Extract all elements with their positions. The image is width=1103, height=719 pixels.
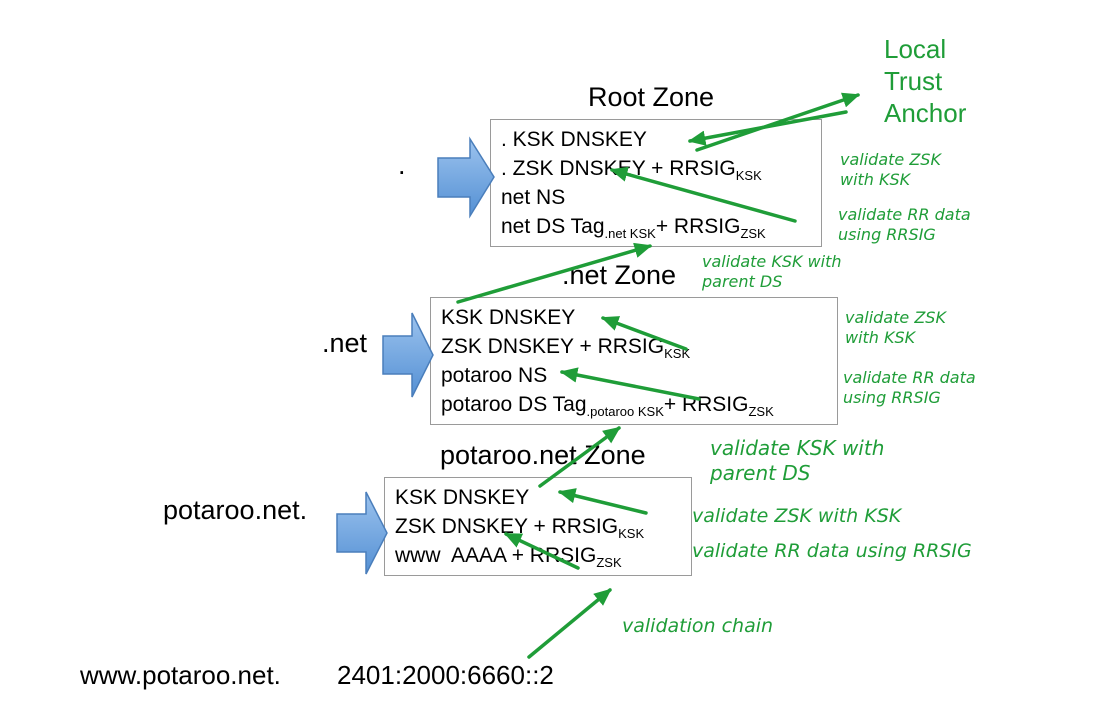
net-zone-title: .net Zone [562, 260, 677, 290]
annotation-validate-zsk-net: validate ZSK with KSK [845, 308, 946, 347]
annotation-validate-rr-root: validate RR data using RRSIG [838, 205, 971, 244]
root-zone-origin-label: . [398, 150, 406, 180]
root-zone-title: Root Zone [588, 82, 715, 112]
net-record-ksk: KSK DNSKEY [441, 306, 576, 329]
annotation-validate-ksk-potaroo: validate KSK with parent DS [710, 436, 885, 485]
root-record-net-ns: net NS [501, 186, 566, 209]
net-record-potaroo-ns: potaroo NS [441, 364, 548, 387]
annotation-validate-zsk-root: validate ZSK with KSK [840, 150, 941, 189]
root-zone-box: . KSK DNSKEY . ZSK DNSKEY + RRSIGKSK net… [490, 119, 822, 247]
potaroo-zone-box: KSK DNSKEY ZSK DNSKEY + RRSIGKSK www AAA… [384, 477, 692, 576]
annotation-validate-rr-net: validate RR data using RRSIG [843, 368, 976, 407]
blue-arrow-root-delegation [437, 136, 495, 219]
blue-arrow-net-delegation [382, 312, 434, 398]
potaroo-zone-origin-label: potaroo.net. [163, 495, 308, 525]
query-name-label: www.potaroo.net. [80, 660, 281, 690]
blue-arrow-potaroo-delegation [336, 491, 388, 575]
annotation-validate-ksk-net: validate KSK with parent DS [702, 252, 842, 291]
arrow-validation-chain [527, 588, 612, 659]
annotation-validate-zsk-potaroo: validate ZSK with KSK [692, 505, 902, 527]
potaroo-record-www-aaaa: www AAAA + RRSIGZSK [395, 544, 622, 571]
net-zone-box: KSK DNSKEY ZSK DNSKEY + RRSIGKSK potaroo… [430, 297, 838, 425]
net-record-potaroo-ds: potaroo DS Tag.potaroo KSK+ RRSIGZSK [441, 393, 774, 420]
potaroo-record-zsk: ZSK DNSKEY + RRSIGKSK [395, 515, 645, 542]
potaroo-record-ksk: KSK DNSKEY [395, 486, 530, 509]
root-record-zsk: . ZSK DNSKEY + RRSIGKSK [501, 157, 762, 184]
local-trust-anchor-label: Local Trust Anchor [884, 34, 967, 128]
net-zone-origin-label: .net [322, 328, 368, 358]
root-record-net-ds: net DS Tag.net KSK+ RRSIGZSK [501, 215, 766, 242]
root-record-ksk: . KSK DNSKEY [501, 128, 647, 151]
potaroo-zone-title: potaroo.net Zone [440, 440, 646, 470]
annotation-validation-chain: validation chain [622, 615, 774, 637]
annotation-validate-rr-potaroo: validate RR data using RRSIG [692, 540, 972, 562]
query-answer-address: 2401:2000:6660::2 [337, 660, 554, 690]
net-record-zsk: ZSK DNSKEY + RRSIGKSK [441, 335, 691, 362]
